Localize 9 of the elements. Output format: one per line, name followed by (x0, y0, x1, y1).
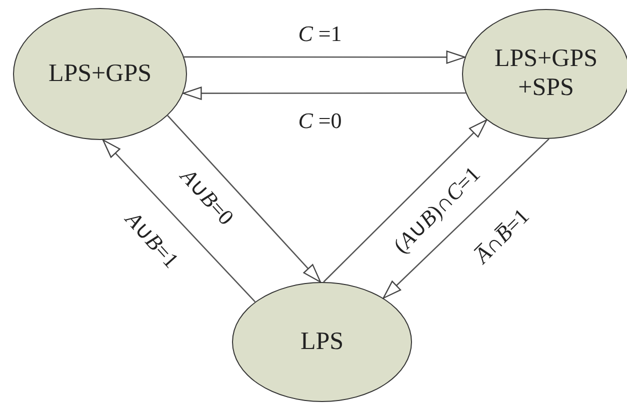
arrow (182, 86, 466, 100)
state-label: LPS (299, 328, 345, 356)
arrow (102, 139, 256, 302)
state-label: LPS+GPS +SPS (493, 45, 599, 103)
arrow (167, 115, 322, 283)
arrow (323, 119, 488, 282)
arrow (184, 50, 466, 64)
arrow (382, 138, 550, 299)
state-label: LPS+GPS (47, 60, 153, 88)
